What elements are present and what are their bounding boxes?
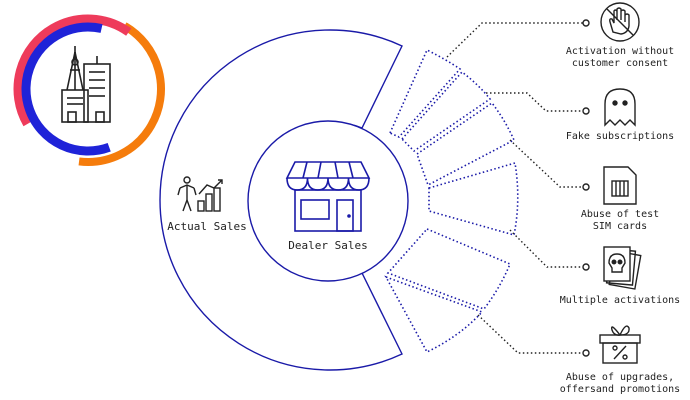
growth-person-icon [177, 176, 223, 212]
connector-5 [477, 314, 586, 354]
building-tower-icon [61, 46, 111, 123]
actual-sales-label: Actual Sales [167, 220, 247, 233]
leakage-segment-2 [400, 70, 492, 153]
leakage-segment-4 [428, 161, 519, 237]
dealer-sales-circle [247, 120, 409, 282]
connector-1 [446, 22, 586, 58]
fraud-label-activation-without-consent: Activation without customer consent [565, 46, 675, 69]
leakage-segment-3 [416, 101, 516, 187]
fraud-label-fake-subscriptions: Fake subscriptions [565, 131, 675, 142]
fraud-label-promotion-abuse: Abuse of upgrades, offersand promotions [559, 372, 681, 395]
connector-3 [509, 139, 586, 188]
store-icon [285, 161, 371, 232]
gift-percent-icon [599, 325, 641, 364]
leakage-segment-6 [384, 275, 484, 354]
sim-card-icon [603, 166, 637, 205]
leakage-segments [384, 48, 519, 354]
company-logo [11, 12, 165, 166]
fraud-label-test-sim-abuse: Abuse of test SIM cards [580, 209, 660, 232]
connector-endpoints [582, 19, 590, 357]
leakage-segment-1 [388, 48, 462, 138]
fraud-label-multiple-activations: Multiple activations [559, 295, 681, 306]
dealer-sales-label: Dealer Sales [288, 239, 368, 252]
connector-lines [446, 22, 586, 354]
connector-2 [486, 92, 586, 112]
ghost-icon [604, 88, 636, 127]
connector-4 [509, 229, 586, 268]
leakage-segment-5 [386, 228, 512, 310]
skull-cards-icon [603, 246, 642, 290]
hand-stop-icon [600, 2, 640, 42]
